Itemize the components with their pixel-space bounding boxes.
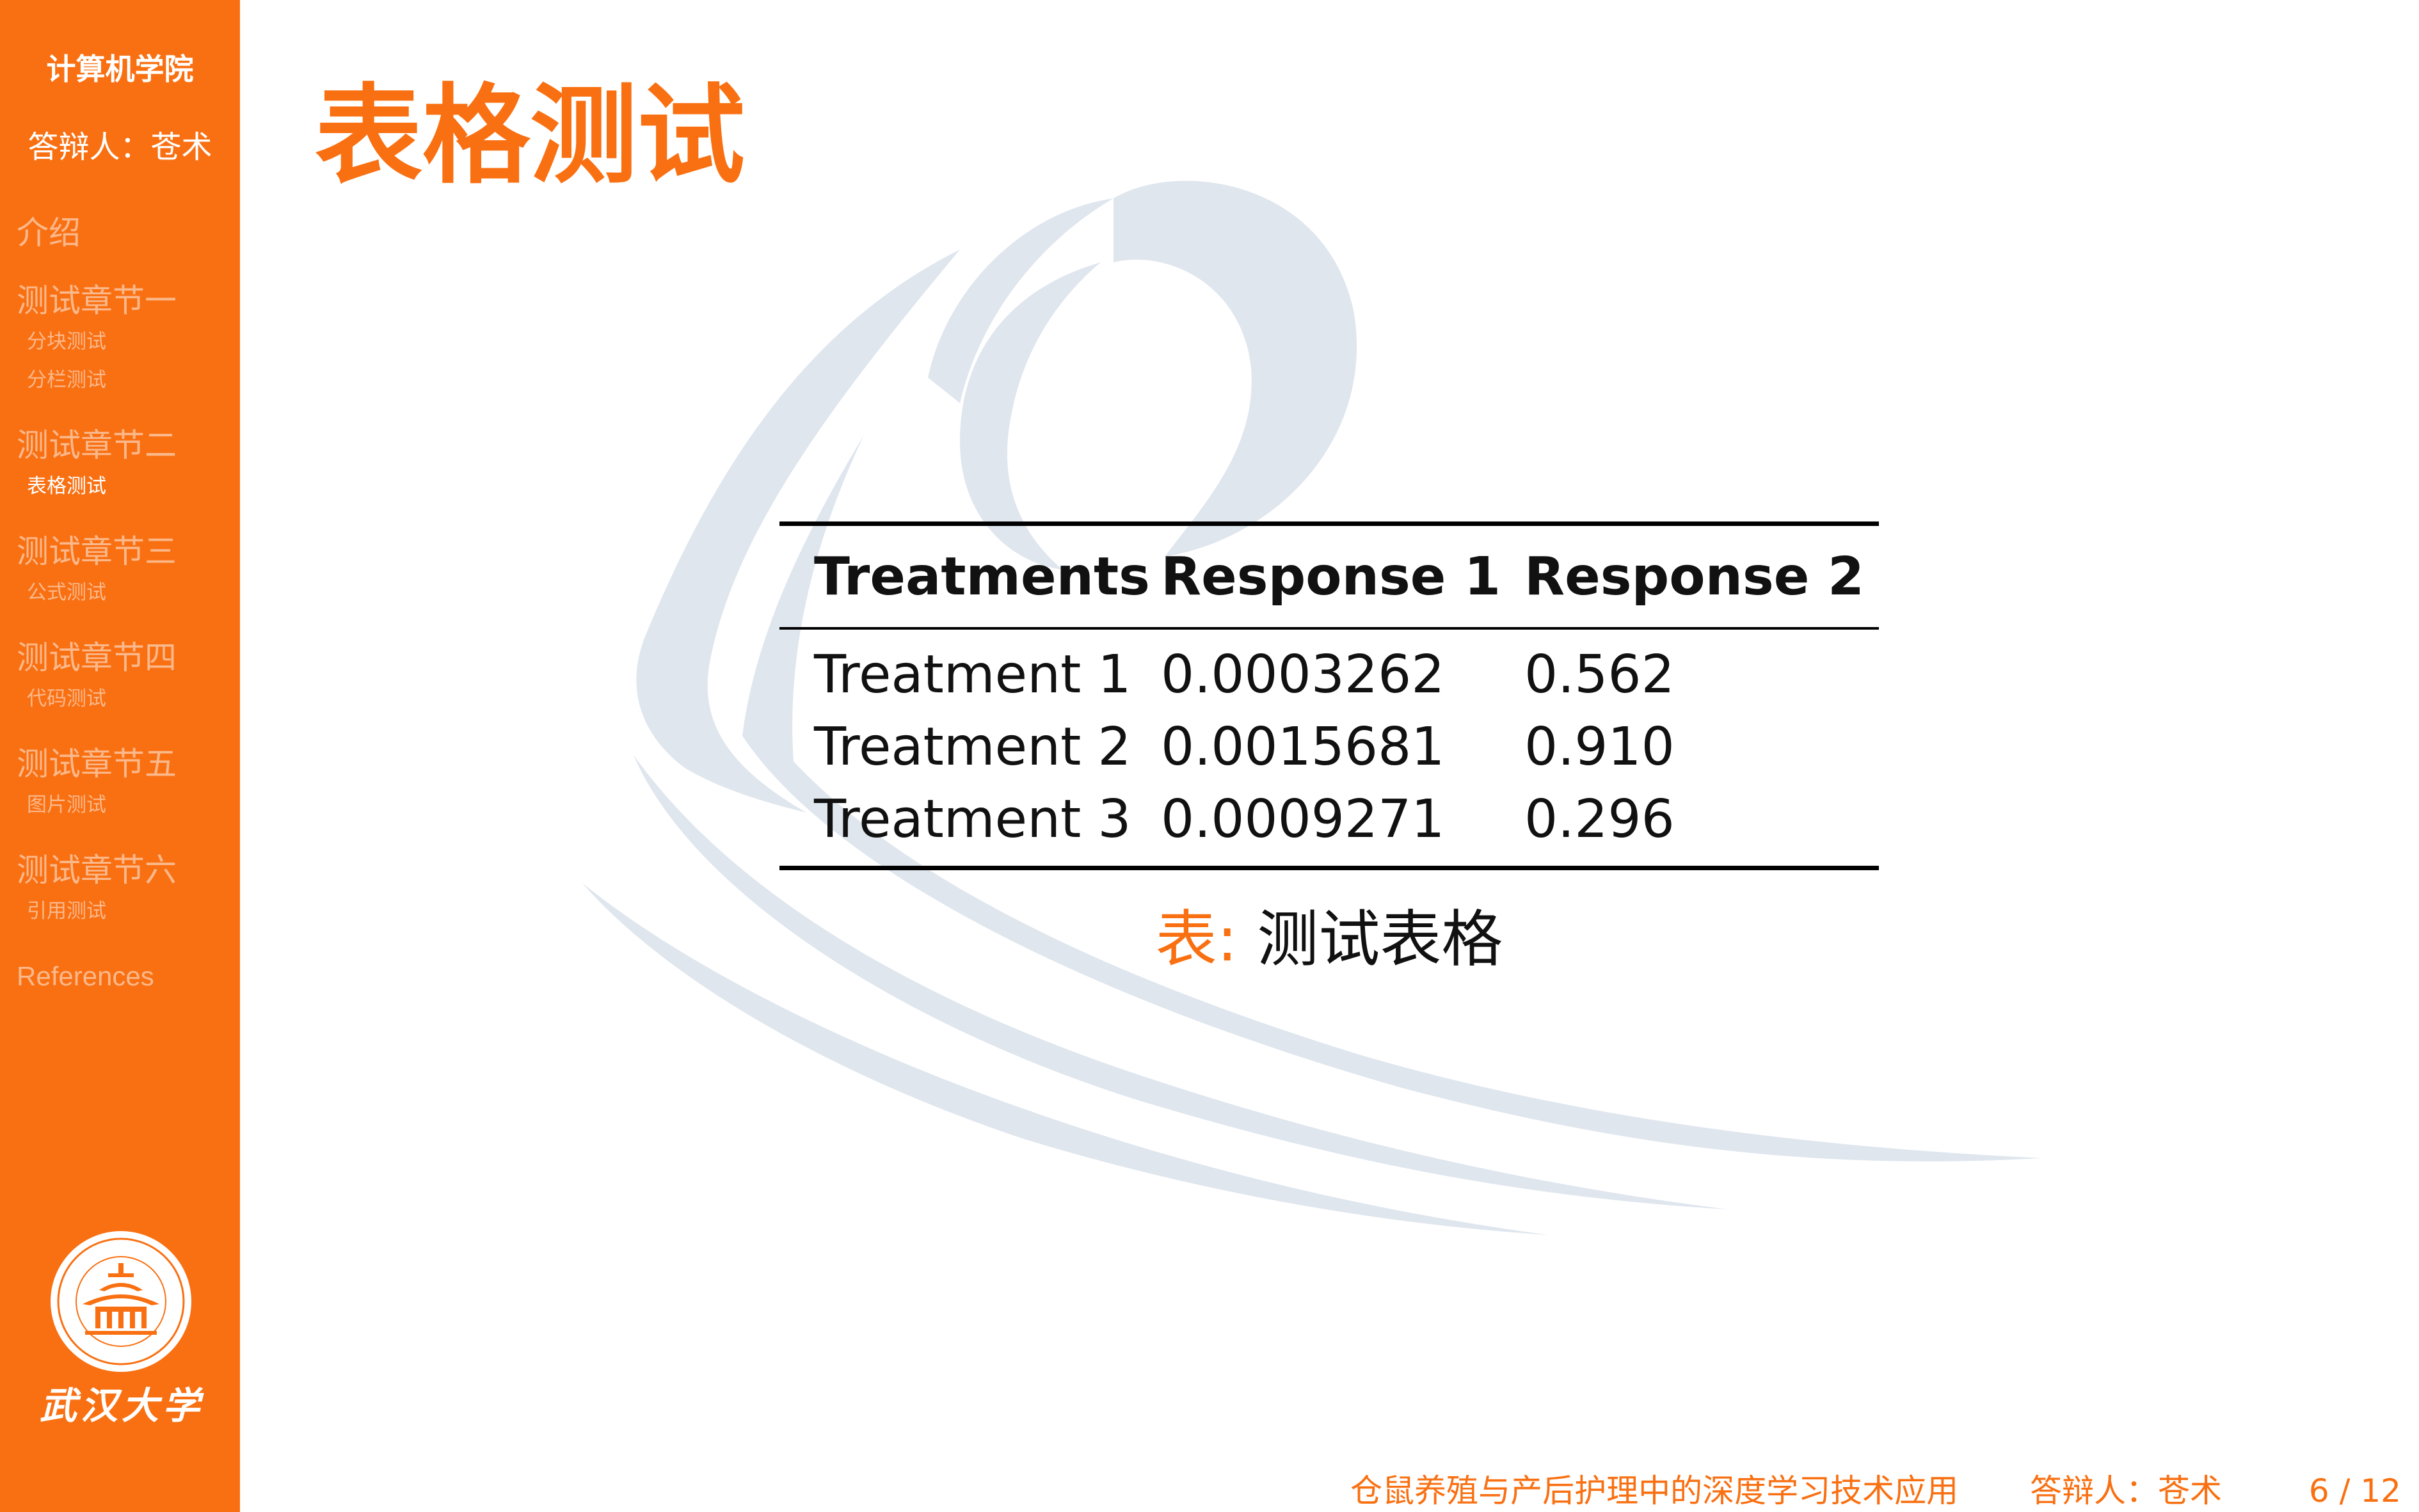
slide-title: 表格测试: [315, 73, 745, 198]
nav-sub-formula-test[interactable]: 公式测试: [27, 581, 106, 604]
header-cell: Response 2: [1524, 546, 1864, 607]
nav-section-3[interactable]: 测试章节三: [17, 533, 177, 570]
table-cell: Treatment 3: [814, 789, 1131, 850]
section-nav: 介绍 测试章节一 分块测试 分栏测试 测试章节二 表格测试 测试章节三 公式测试…: [17, 211, 177, 998]
caption-text: 测试表格: [1257, 903, 1503, 975]
nav-sub-column-test[interactable]: 分栏测试: [27, 369, 106, 392]
table-cell: Treatment 2: [814, 717, 1131, 777]
caption-label: 表:: [1155, 903, 1238, 975]
table-mid-rule: [779, 627, 1879, 630]
table-caption: 表: 测试表格: [779, 903, 1879, 975]
university-emblem-watermark: [582, 180, 2041, 1235]
table-cell: 0.910: [1524, 717, 1675, 777]
sidebar-author: 答辩人：苍术: [28, 129, 212, 165]
nav-section-intro[interactable]: 介绍: [17, 214, 81, 251]
table-cell: 0.562: [1524, 644, 1675, 705]
nav-sub-table-test[interactable]: 表格测试: [27, 475, 106, 498]
table-cell: 0.296: [1524, 789, 1675, 850]
nav-section-2[interactable]: 测试章节二: [17, 427, 177, 464]
table-cell: 0.0009271: [1161, 789, 1445, 850]
table-row: Treatment 1 0.0003262 0.562: [779, 639, 1879, 711]
nav-sub-citation-test[interactable]: 引用测试: [27, 900, 106, 923]
table-bottom-rule: [779, 866, 1879, 870]
footer-title: 仓鼠养殖与产后护理中的深度学习技术应用: [1350, 1472, 1959, 1509]
nav-sub-code-test[interactable]: 代码测试: [27, 687, 106, 710]
university-name-calligraphy: 武汉大学: [39, 1384, 204, 1428]
results-table: Treatments Response 1 Response 2 Treatme…: [779, 521, 1879, 870]
nav-references[interactable]: References: [17, 961, 154, 991]
table-cell: 0.0003262: [1161, 644, 1445, 705]
table-top-rule: [779, 521, 1879, 526]
table-row: Treatment 2 0.0015681 0.910: [779, 711, 1879, 783]
sidebar: 计算机学院 答辩人：苍术 介绍 测试章节一 分块测试 分栏测试 测试章节二 表格…: [0, 0, 240, 1512]
institute-name: 计算机学院: [46, 52, 194, 86]
nav-section-4[interactable]: 测试章节四: [17, 639, 177, 676]
header-cell: Treatments: [814, 546, 1150, 607]
nav-section-6[interactable]: 测试章节六: [17, 852, 177, 889]
table-row: Treatment 3 0.0009271 0.296: [779, 783, 1879, 855]
university-seal-logo: [51, 1231, 191, 1372]
header-cell: Response 1: [1161, 546, 1501, 607]
table-cell: Treatment 1: [814, 644, 1131, 705]
nav-sub-block-test[interactable]: 分块测试: [27, 330, 106, 353]
page-number: 6 / 12: [2308, 1472, 2401, 1509]
footer: 仓鼠养殖与产后护理中的深度学习技术应用 答辩人：苍术 6 / 12: [1350, 1465, 2401, 1511]
footer-author: 答辩人：苍术: [2030, 1472, 2223, 1509]
nav-section-5[interactable]: 测试章节五: [17, 745, 177, 783]
nav-sub-image-test[interactable]: 图片测试: [27, 793, 106, 816]
table-cell: 0.0015681: [1161, 717, 1445, 777]
table-header-row: Treatments Response 1 Response 2: [779, 526, 1879, 627]
nav-section-1[interactable]: 测试章节一: [17, 282, 177, 319]
